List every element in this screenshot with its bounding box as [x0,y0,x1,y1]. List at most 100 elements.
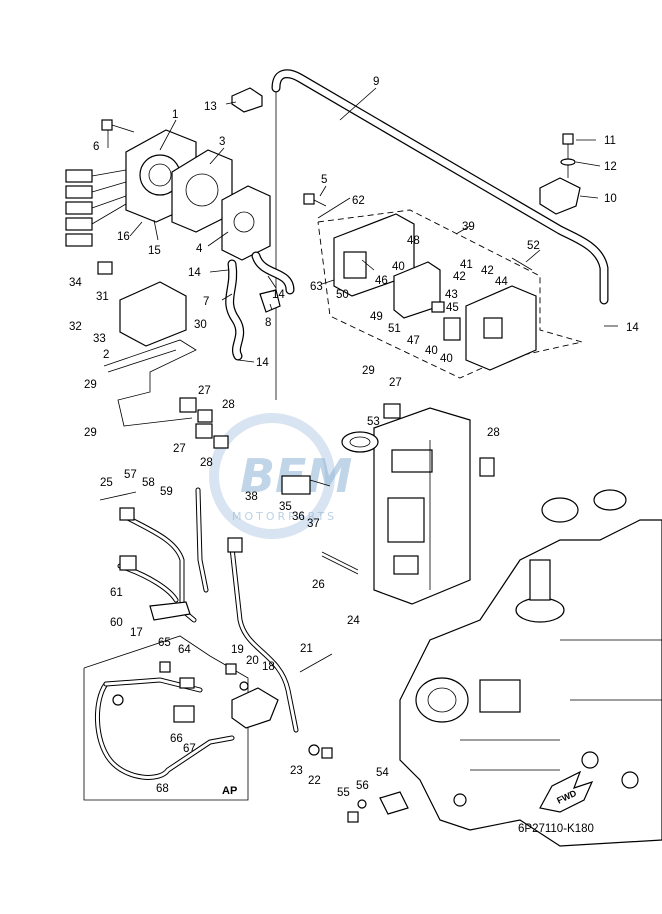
sensor-38 [281,475,331,495]
clip-17 [149,601,191,621]
callout-56: 56 [356,780,369,792]
callout-67: 67 [183,743,196,755]
bolt-5 [303,193,327,207]
callout-65: 65 [158,637,171,649]
callout-29c: 29 [362,365,375,377]
clip-13 [231,87,263,113]
callout-16: 16 [117,231,130,243]
callout-42b: 42 [481,265,494,277]
callout-59: 59 [160,486,173,498]
ecu-24 [373,407,471,605]
clamp-10 [539,133,581,215]
callout-15: 15 [148,245,161,257]
callout-labels: 1 2 3 4 5 6 7 8 9 10 11 12 13 14 14 14 1… [69,76,639,799]
callout-9: 9 [373,76,379,88]
coil-30 [97,261,187,347]
wire-harness [117,487,299,733]
callout-27a: 27 [198,385,211,397]
callout-26: 26 [312,579,325,591]
callout-63: 63 [310,281,323,293]
callout-14c: 14 [626,322,639,334]
callout-44: 44 [495,276,508,288]
clamp-54 [347,791,409,823]
callout-19: 19 [231,644,244,656]
callout-11: 11 [604,135,616,147]
callout-17: 17 [130,627,143,639]
callout-36: 36 [292,511,305,523]
clip-8 [259,289,281,313]
ap-kit-box [83,635,249,801]
callout-8: 8 [265,317,271,329]
callout-24: 24 [347,615,360,627]
hose-9 [271,69,609,400]
callout-14b: 14 [272,289,285,301]
fwd-arrow-icon: FWD [539,770,594,813]
grommets-27-28 [179,397,495,477]
bracket-18 [225,663,279,729]
ap-cable-68 [95,661,235,780]
callout-53: 53 [367,416,380,428]
bolt-6 [101,119,135,133]
diagram-code: 6P27110-K180 [518,823,594,835]
callout-28a: 28 [222,399,235,411]
callout-55: 55 [337,787,350,799]
callout-35: 35 [279,501,292,513]
callout-7: 7 [203,296,209,308]
callout-29a: 29 [84,379,97,391]
callout-22: 22 [308,775,321,787]
callout-30: 30 [194,319,207,331]
bracket-2 [103,339,197,427]
callout-48: 48 [407,235,420,247]
tie-21 [299,653,333,673]
callout-29b: 29 [84,427,97,439]
callout-21: 21 [300,643,313,655]
callout-14a: 14 [188,267,201,279]
callout-31: 31 [96,291,109,303]
callout-14d: 14 [256,357,269,369]
engine-block [399,489,662,847]
callout-10: 10 [604,193,617,205]
callout-33: 33 [93,333,106,345]
callout-42a: 42 [453,271,466,283]
callout-4: 4 [196,243,203,255]
tie-25 [99,491,137,501]
callout-28b: 28 [200,457,213,469]
callout-1: 1 [172,109,178,121]
ap-label: AP [222,785,237,797]
callout-57: 57 [124,469,137,481]
callout-32: 32 [69,321,82,333]
callout-52: 52 [527,240,540,252]
callout-38: 38 [245,491,258,503]
callout-37: 37 [307,518,320,530]
callout-3: 3 [219,136,225,148]
callout-46: 46 [375,275,388,287]
callout-43: 43 [445,289,458,301]
callout-66: 66 [170,733,183,745]
callout-23: 23 [290,765,303,777]
callout-18: 18 [262,661,275,673]
callout-49: 49 [370,311,383,323]
callout-51: 51 [388,323,401,335]
leader-lines [107,87,618,363]
callout-58: 58 [142,477,155,489]
callout-2: 2 [103,349,109,361]
callout-12: 12 [604,161,617,173]
callout-45: 45 [446,302,459,314]
callout-62: 62 [352,195,365,207]
callout-5: 5 [321,174,327,186]
callout-13: 13 [204,101,217,113]
callout-39: 39 [462,221,475,233]
callout-6: 6 [93,141,99,153]
callout-34: 34 [69,277,82,289]
callout-47: 47 [407,335,420,347]
bracket-4 [221,185,271,261]
callout-20: 20 [246,655,259,667]
callout-68: 68 [156,783,169,795]
callout-27c: 27 [389,377,402,389]
callout-40a: 40 [392,261,405,273]
callout-25: 25 [100,477,113,489]
grommet-53 [341,431,379,453]
callout-28c: 28 [487,427,500,439]
callout-27b: 27 [173,443,186,455]
